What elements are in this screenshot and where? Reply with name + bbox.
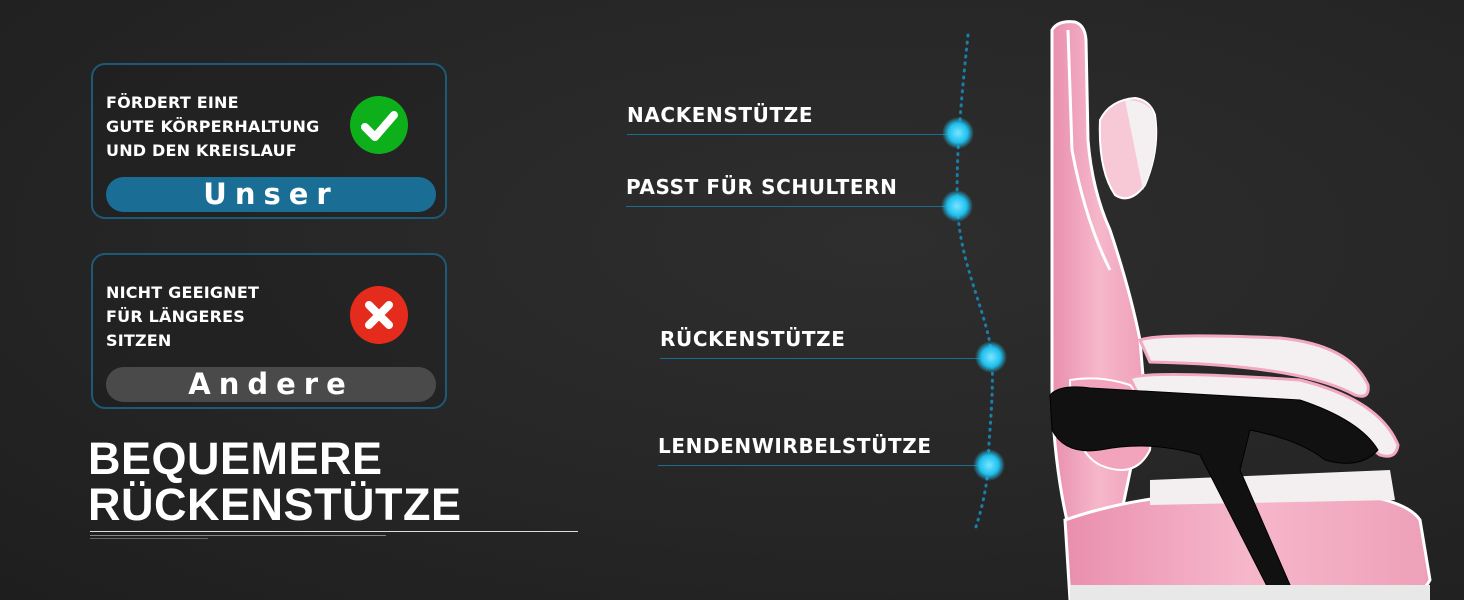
feature-label-lumbar: LENDENWIRBELSTÜTZE bbox=[658, 434, 932, 458]
feature-dot bbox=[975, 341, 1007, 373]
x-icon bbox=[350, 286, 408, 344]
feature-dot bbox=[942, 117, 974, 149]
feature-line bbox=[626, 206, 946, 207]
feature-line bbox=[658, 465, 978, 466]
ours-description: FÖRDERT EINE GUTE KÖRPERHALTUNG UND DEN … bbox=[106, 93, 320, 160]
divider bbox=[90, 538, 208, 539]
headline: BEQUEMERE RÜCKENSTÜTZE bbox=[88, 436, 462, 528]
ours-label: Unser bbox=[106, 177, 436, 212]
feature-line bbox=[627, 134, 947, 135]
feature-label-back: RÜCKENSTÜTZE bbox=[660, 327, 846, 351]
others-comparison-card: NICHT GEEIGNET FÜR LÄNGERES SITZEN Ander… bbox=[91, 253, 447, 409]
others-label: Andere bbox=[106, 367, 436, 402]
headline-line1: BEQUEMERE bbox=[88, 433, 383, 484]
feature-dot bbox=[941, 190, 973, 222]
feature-line bbox=[660, 358, 980, 359]
divider bbox=[90, 535, 386, 536]
ours-comparison-card: FÖRDERT EINE GUTE KÖRPERHALTUNG UND DEN … bbox=[91, 63, 447, 219]
feature-label-shoulders: PASST FÜR SCHULTERN bbox=[626, 175, 898, 199]
divider bbox=[90, 531, 578, 532]
feature-dot bbox=[973, 449, 1005, 481]
headline-line2: RÜCKENSTÜTZE bbox=[88, 479, 462, 530]
others-description: NICHT GEEIGNET FÜR LÄNGERES SITZEN bbox=[106, 283, 260, 350]
check-icon bbox=[350, 96, 408, 154]
feature-label-neck: NACKENSTÜTZE bbox=[627, 103, 814, 127]
